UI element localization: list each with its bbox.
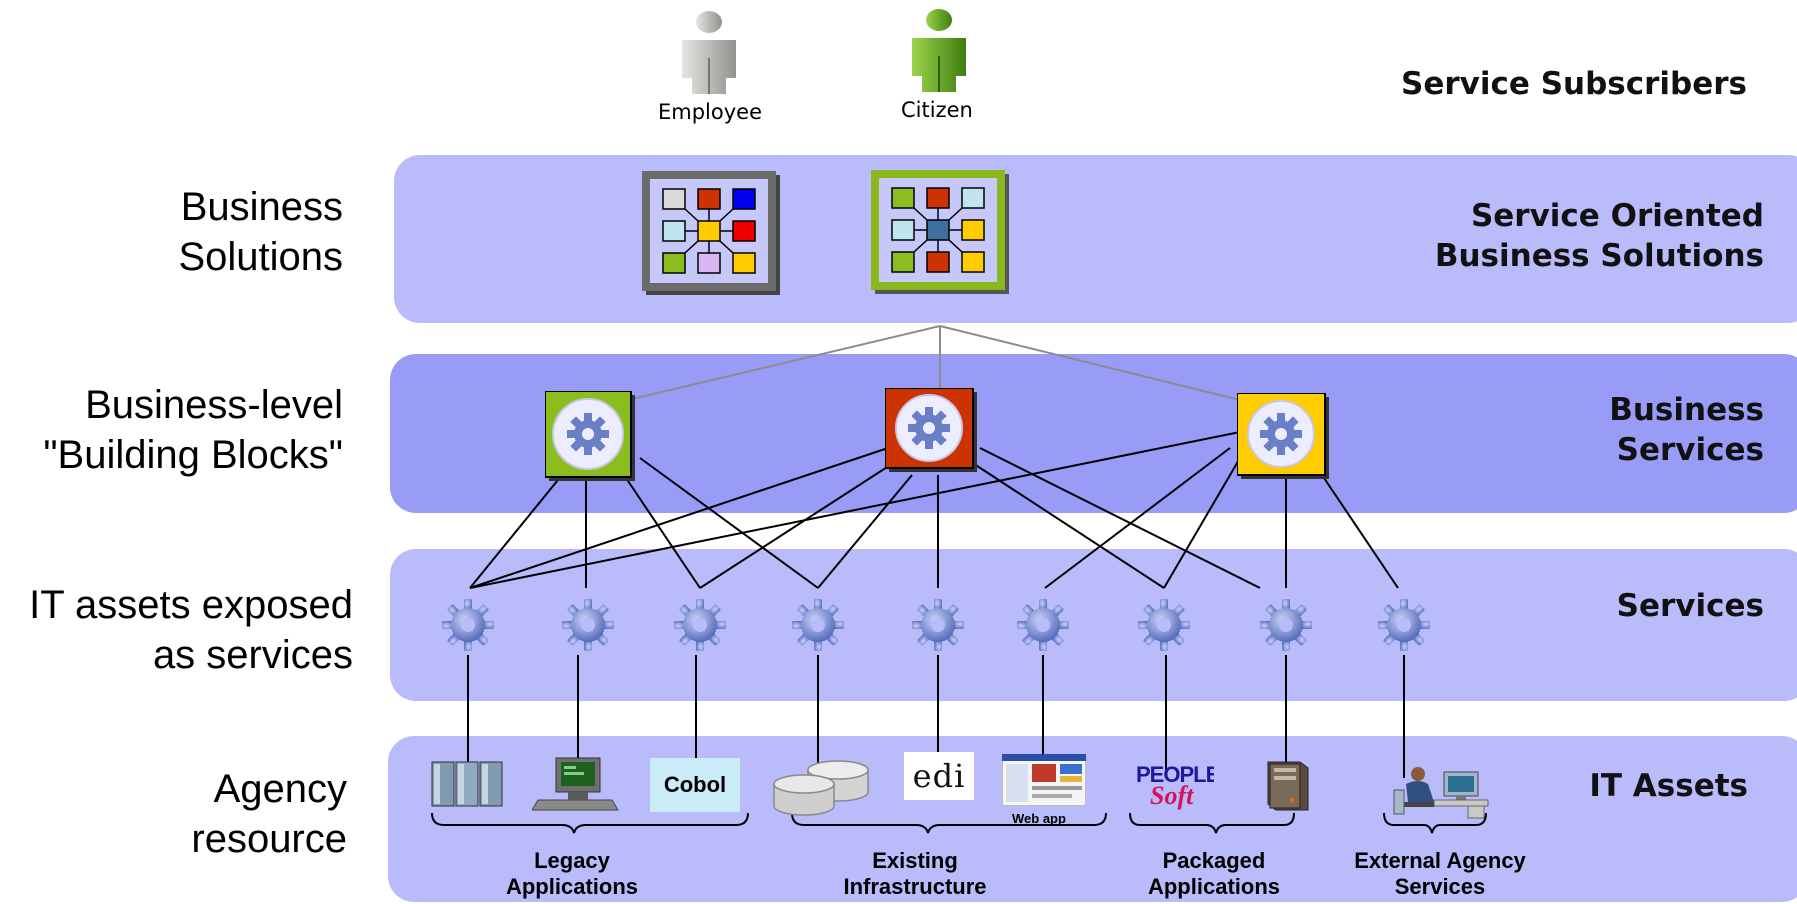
service-gear-icon bbox=[440, 597, 496, 653]
service-gear-icon bbox=[560, 597, 616, 653]
it-assets-band bbox=[388, 736, 1797, 902]
service-gear-icon bbox=[910, 597, 966, 653]
business-solutions-band bbox=[394, 155, 1797, 323]
external-agency-services-label: External Agency Services bbox=[1354, 848, 1526, 899]
legacy-applications-label: Legacy Applications bbox=[505, 848, 638, 899]
existing-infrastructure-label: Existing Infrastructure bbox=[843, 848, 987, 899]
service-gear-icon bbox=[672, 597, 728, 653]
layer-title-service-oriented-solutions: Service Oriented Business Solutions bbox=[1434, 198, 1764, 274]
edi-logo-icon: edi bbox=[904, 752, 974, 800]
packaged-applications-label: Packaged Applications bbox=[1147, 848, 1280, 899]
layer-label-building-blocks: Business-level "Building Blocks" bbox=[43, 383, 343, 477]
employee-person-icon bbox=[676, 10, 742, 94]
web-app-label: Web app bbox=[1012, 811, 1066, 826]
service-gear-icon bbox=[1015, 597, 1071, 653]
edi-logo-text: edi bbox=[912, 757, 966, 795]
service-gear-icon bbox=[1136, 597, 1192, 653]
layer-title-services: Services bbox=[1616, 588, 1764, 624]
layer-title-business-services: Business Services bbox=[1609, 392, 1764, 468]
mainframe-terminal-icon bbox=[531, 756, 620, 812]
svg-text:Soft: Soft bbox=[1150, 781, 1194, 810]
layer-title-it-assets: IT Assets bbox=[1589, 768, 1748, 804]
group-braces bbox=[431, 812, 1487, 834]
business-solution-diagram-icon bbox=[642, 171, 782, 297]
citizen-person-icon bbox=[906, 8, 972, 92]
service-subscribers-header: Service Subscribers bbox=[1401, 66, 1747, 102]
layer-label-it-assets-exposed: IT assets exposed as services bbox=[29, 583, 353, 677]
agency-worker-icon bbox=[1384, 760, 1492, 820]
layer-label-agency-resource: Agency resource bbox=[191, 767, 347, 861]
business-solution-diagram-icon bbox=[871, 170, 1011, 296]
layer-label-business-solutions: Business Solutions bbox=[178, 185, 343, 279]
web-app-screenshot-icon bbox=[1001, 753, 1087, 807]
business-service-red-gear-icon bbox=[884, 387, 977, 472]
services-band bbox=[390, 549, 1797, 701]
employee-label: Employee bbox=[658, 100, 763, 124]
server-tower-icon bbox=[1262, 758, 1310, 812]
svg-text:PEOPLE: PEOPLE bbox=[1136, 762, 1214, 787]
business-service-green-gear-icon bbox=[544, 390, 635, 481]
database-icon bbox=[768, 758, 878, 818]
business-service-yellow-gear-icon bbox=[1236, 392, 1329, 479]
service-gear-icon bbox=[1258, 597, 1314, 653]
service-gear-icon bbox=[790, 597, 846, 653]
citizen-label: Citizen bbox=[901, 98, 973, 122]
service-gear-icon bbox=[1376, 597, 1432, 653]
server-rack-icon bbox=[430, 758, 504, 808]
cobol-logo-icon: Cobol bbox=[650, 758, 740, 812]
business-service-connectors bbox=[469, 431, 1399, 589]
solution-connectors bbox=[627, 325, 1241, 401]
cobol-logo-text: Cobol bbox=[663, 772, 727, 797]
peoplesoft-logo-icon: PEOPLE Soft bbox=[1134, 758, 1221, 812]
